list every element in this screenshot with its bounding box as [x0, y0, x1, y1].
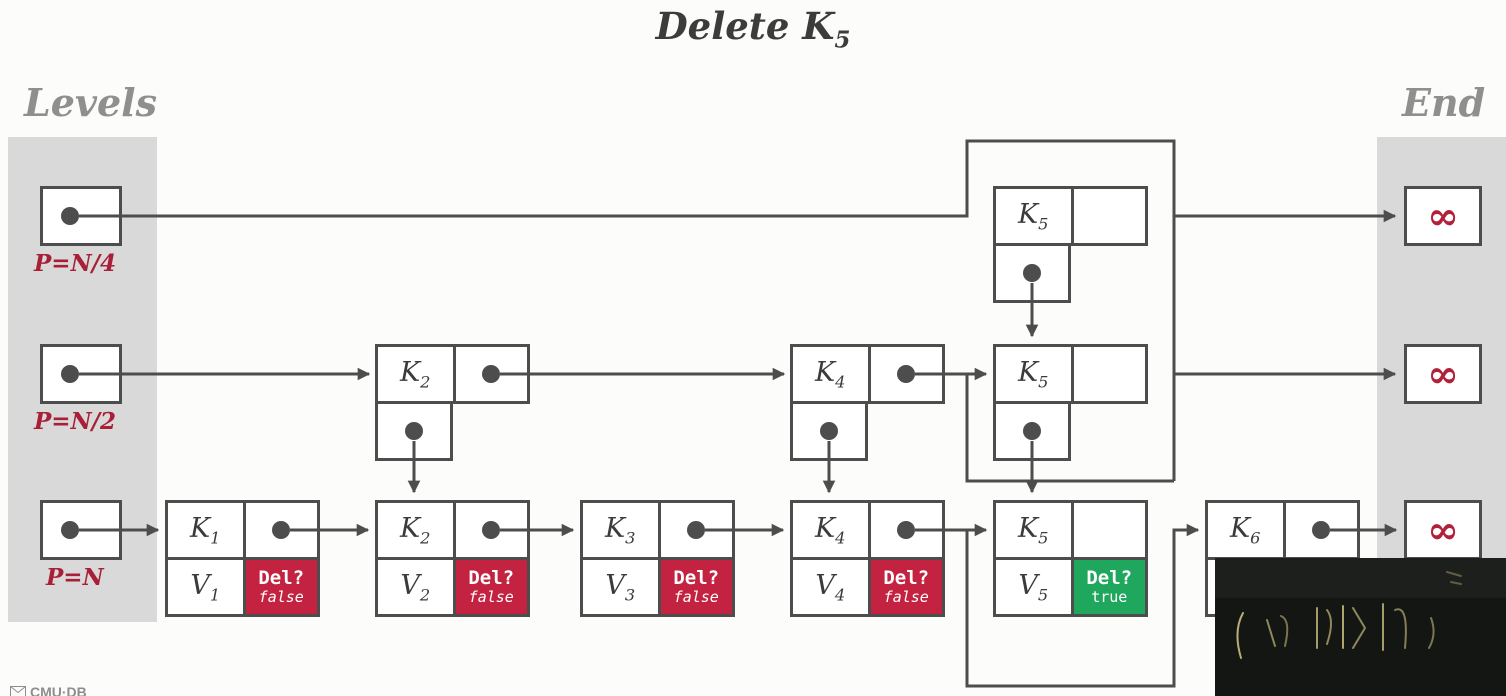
head-node-level-mid: [40, 344, 122, 404]
value-cell: V1: [190, 569, 221, 605]
node-k5-values: V5 Del?true: [993, 557, 1148, 617]
node-k4-mid: K4: [790, 344, 945, 404]
value-cell: V4: [815, 569, 846, 605]
end-header: End: [1402, 80, 1486, 125]
chalkboard-scribbles: [1215, 558, 1506, 659]
level-label-top: P=N/4: [34, 250, 116, 277]
key-cell: K4: [815, 512, 846, 548]
cmu-db-logo: CMU·DB: [10, 684, 87, 696]
value-cell: V2: [400, 569, 431, 605]
key-cell: K4: [815, 356, 846, 392]
pointer-cell-empty: [1070, 347, 1146, 401]
infinity-symbol: ∞: [1427, 193, 1459, 238]
key-cell: K3: [605, 512, 636, 548]
key-cell: K1: [190, 512, 221, 548]
node-k3-values: V3 Del?false: [580, 557, 735, 617]
node-k5-top: K5: [993, 186, 1148, 246]
pointer-cell: [657, 503, 733, 557]
delete-flag-cell: Del?false: [867, 560, 942, 614]
key-cell: K6: [1230, 512, 1261, 548]
node-k1-values: V1 Del?false: [165, 557, 320, 617]
pointer-cell: [867, 347, 943, 401]
delete-flag-cell: Del?false: [242, 560, 317, 614]
node-k2-values: V2 Del?false: [375, 557, 530, 617]
node-k5: K5: [993, 500, 1148, 560]
envelope-icon: [10, 686, 26, 696]
end-node-top: ∞: [1404, 186, 1482, 246]
pointer-cell: [452, 347, 528, 401]
node-k2-mid: K2: [375, 344, 530, 404]
head-node-level-top: [40, 186, 122, 246]
node-k2-mid-downlink: [375, 401, 453, 461]
pointer-cell: [452, 503, 528, 557]
key-cell: K5: [1018, 512, 1049, 548]
infinity-symbol: ∞: [1427, 507, 1459, 552]
node-k4-values: V4 Del?false: [790, 557, 945, 617]
pointer-cell: [242, 503, 318, 557]
level-label-mid: P=N/2: [34, 408, 116, 435]
logo-text: CMU·DB: [30, 684, 87, 696]
pointer-cell: [867, 503, 943, 557]
pointer-cell-empty: [1070, 503, 1146, 557]
value-cell: V5: [1018, 569, 1049, 605]
delete-flag-cell: Del?false: [657, 560, 732, 614]
node-k4: K4: [790, 500, 945, 560]
end-node-mid: ∞: [1404, 344, 1482, 404]
delete-flag-cell: Del?false: [452, 560, 527, 614]
end-node-bottom: ∞: [1404, 500, 1482, 560]
key-cell: K5: [1018, 356, 1049, 392]
video-overlay: [1215, 558, 1506, 696]
head-node-level-bottom: [40, 500, 122, 560]
node-k1: K1: [165, 500, 320, 560]
key-cell: K2: [400, 356, 431, 392]
pointer-cell: [1282, 503, 1358, 557]
value-cell: V3: [605, 569, 636, 605]
level-label-bottom: P=N: [46, 564, 104, 591]
key-cell: K2: [400, 512, 431, 548]
infinity-symbol: ∞: [1427, 351, 1459, 396]
node-k3: K3: [580, 500, 735, 560]
node-k4-mid-downlink: [790, 401, 868, 461]
key-cell: K5: [1018, 198, 1049, 234]
levels-header: Levels: [24, 80, 157, 125]
pointer-cell-empty: [1070, 189, 1146, 243]
node-k5-mid: K5: [993, 344, 1148, 404]
node-k5-top-downlink: [993, 243, 1071, 303]
node-k2: K2: [375, 500, 530, 560]
page-title: Delete K5: [655, 4, 851, 54]
node-k6: K6: [1205, 500, 1360, 560]
node-k5-mid-downlink: [993, 401, 1071, 461]
delete-flag-cell: Del?true: [1070, 560, 1145, 614]
